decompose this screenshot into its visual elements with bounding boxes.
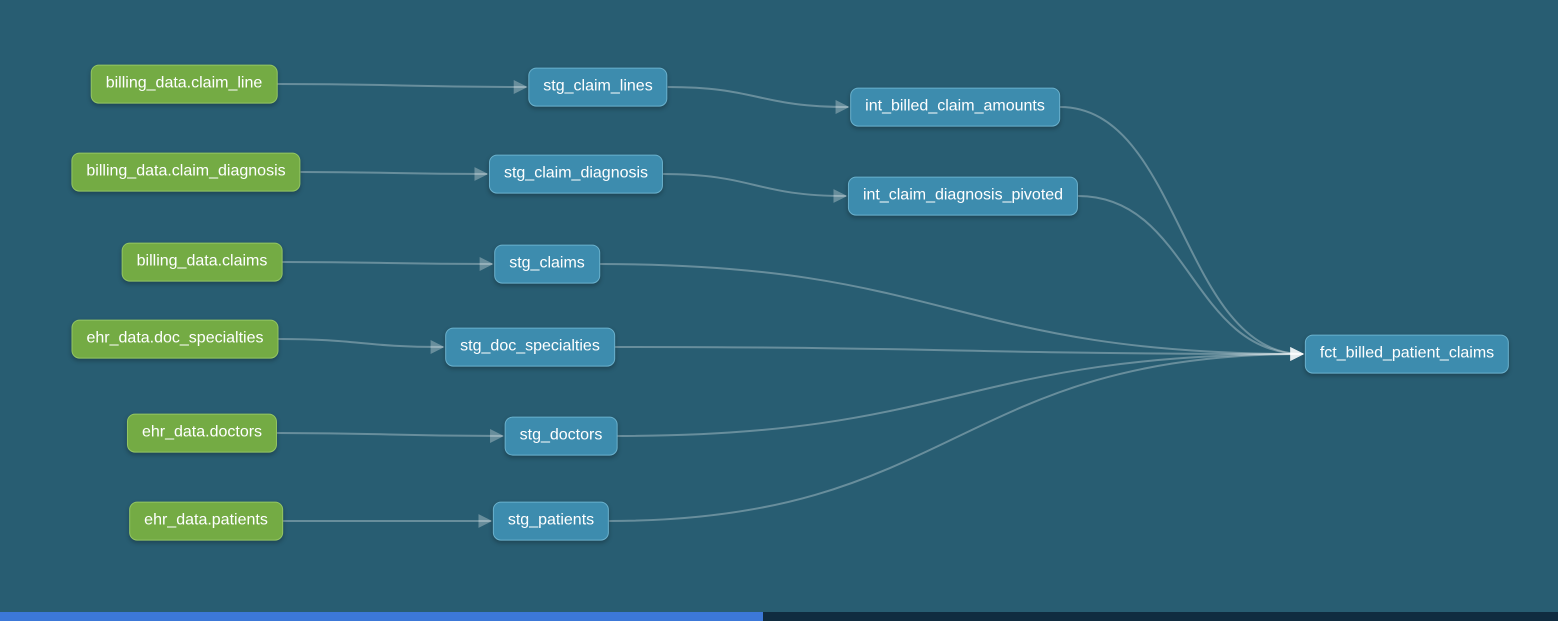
node-label: int_claim_diagnosis_pivoted: [862, 186, 1064, 204]
node-fct_billed_patient_claims[interactable]: fct_billed_patient_claims: [1304, 334, 1510, 374]
edge-stg_doctors-to-fct_billed_patient_claims: [617, 347, 1305, 437]
node-label: stg_doc_specialties: [460, 337, 600, 355]
edge-ehr_data_doc_specialties-to-stg_doc_specialties: [278, 338, 445, 354]
edge-stg_doc_specialties-to-fct_billed_patient_claims: [614, 346, 1305, 361]
node-label: stg_claim_lines: [543, 77, 653, 95]
node-int_billed_claim_amounts[interactable]: int_billed_claim_amounts: [850, 87, 1060, 127]
edge-int_claim_diagnosis_pivoted-to-fct_billed_patient_claims: [1078, 195, 1305, 361]
edge-stg_claim_lines-to-int_billed_claim_amounts: [667, 86, 850, 114]
edge-billing_data_claim_line-to-stg_claim_lines: [277, 79, 528, 94]
node-label: ehr_data.doc_specialties: [86, 329, 264, 347]
node-stg_patients[interactable]: stg_patients: [492, 501, 610, 541]
node-label: stg_claim_diagnosis: [503, 164, 649, 182]
node-label: fct_billed_patient_claims: [1319, 344, 1495, 362]
edge-billing_data_claim_diagnosis-to-stg_claim_diagnosis: [300, 166, 489, 181]
node-label: stg_patients: [507, 511, 595, 529]
node-label: billing_data.claim_line: [105, 74, 263, 92]
node-label: billing_data.claims: [136, 252, 268, 270]
node-label: stg_doctors: [519, 426, 603, 444]
node-label: stg_claims: [509, 254, 585, 272]
edge-int_billed_claim_amounts-to-fct_billed_patient_claims: [1059, 106, 1305, 361]
edge-ehr_data_doctors-to-stg_doctors: [277, 428, 505, 443]
node-label: ehr_data.patients: [144, 511, 268, 529]
node-ehr_data_doc_specialties[interactable]: ehr_data.doc_specialties: [71, 319, 279, 359]
edge-stg_claim_diagnosis-to-int_claim_diagnosis_pivoted: [663, 173, 848, 203]
horizontal-scrollbar-thumb[interactable]: [0, 612, 764, 621]
horizontal-scrollbar-track[interactable]: [0, 612, 1558, 621]
node-stg_doctors[interactable]: stg_doctors: [504, 416, 618, 456]
node-stg_claim_lines[interactable]: stg_claim_lines: [528, 67, 668, 107]
node-label: ehr_data.doctors: [141, 423, 263, 441]
node-stg_claims[interactable]: stg_claims: [494, 244, 600, 284]
node-billing_data_claims[interactable]: billing_data.claims: [121, 242, 283, 282]
edge-billing_data_claims-to-stg_claims: [282, 256, 494, 271]
node-stg_doc_specialties[interactable]: stg_doc_specialties: [445, 327, 615, 367]
node-ehr_data_patients[interactable]: ehr_data.patients: [129, 501, 283, 541]
edge-stg_claims-to-fct_billed_patient_claims: [599, 263, 1305, 361]
node-ehr_data_doctors[interactable]: ehr_data.doctors: [126, 413, 278, 453]
node-label: int_billed_claim_amounts: [865, 97, 1045, 115]
node-billing_data_claim_line[interactable]: billing_data.claim_line: [90, 64, 278, 104]
node-int_claim_diagnosis_pivoted[interactable]: int_claim_diagnosis_pivoted: [847, 176, 1079, 216]
node-stg_claim_diagnosis[interactable]: stg_claim_diagnosis: [488, 154, 664, 194]
node-billing_data_claim_diagnosis[interactable]: billing_data.claim_diagnosis: [71, 152, 301, 192]
node-label: billing_data.claim_diagnosis: [86, 162, 286, 180]
edge-stg_patients-to-fct_billed_patient_claims: [609, 347, 1305, 522]
